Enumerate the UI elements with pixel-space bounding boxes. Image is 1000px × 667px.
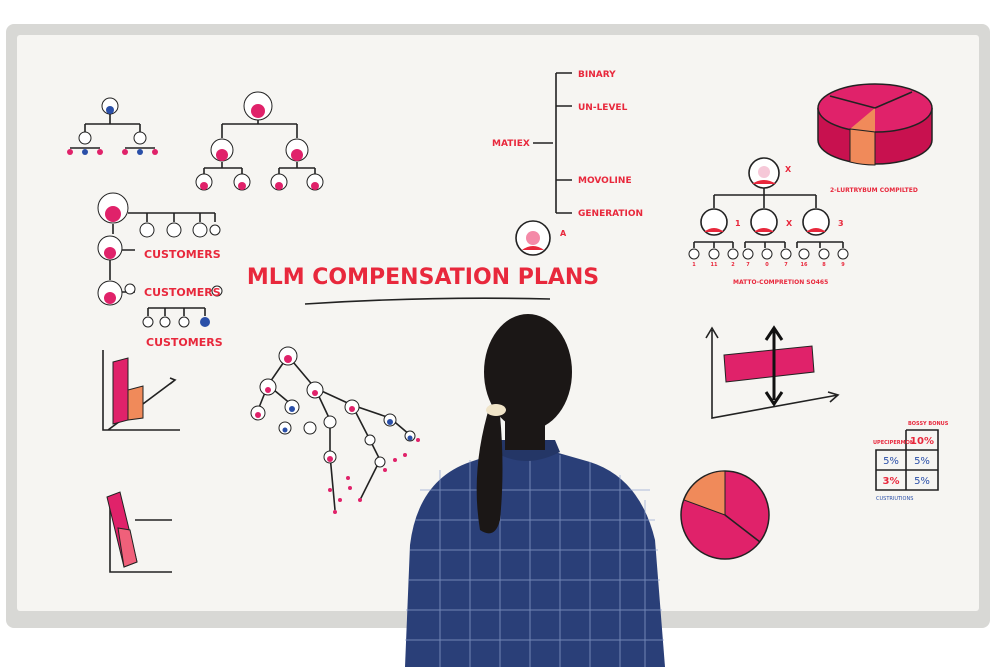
customers-label: CUSTOMERS [146, 336, 223, 349]
svg-text:16: 16 [801, 262, 808, 268]
table-cell: 5% [883, 456, 899, 467]
pie-chart-3d [817, 83, 933, 166]
table-cell: 10% [910, 436, 934, 447]
svg-text:0: 0 [765, 262, 769, 268]
bar-with-arrow-sketch [705, 325, 840, 419]
percent-table: BOSSY BONUS UPECIPERMON CUSTRIUTIONS 10%… [873, 421, 949, 502]
table-top-label: BOSSY BONUS [908, 421, 949, 427]
plan-types-diagram: MATIEX BINARY UN-LEVEL MOVOLINE GENERATI… [492, 70, 643, 256]
table-bottom-label: CUSTRIUTIONS [876, 496, 913, 502]
bar-sketch-2 [106, 491, 172, 573]
small-org-tree [67, 97, 158, 155]
avatar-mark: A [560, 229, 567, 238]
svg-text:1: 1 [692, 262, 696, 268]
plan-root-label: MATIEX [492, 139, 530, 149]
svg-text:11: 11 [711, 262, 718, 268]
plan-binary: BINARY [578, 70, 616, 80]
bar-sketch-1 [102, 350, 180, 431]
whiteboard-surface [17, 35, 979, 611]
table-cell: 5% [914, 456, 930, 467]
person-viewing-board [405, 314, 665, 667]
mark-label: X [786, 219, 793, 228]
svg-text:2: 2 [731, 262, 735, 268]
pie-chart [680, 470, 770, 560]
table-left-label: UPECIPERMON [873, 440, 914, 446]
matrix-note: 2-LURTRYBUM COMPILTED [830, 187, 918, 194]
svg-text:8: 8 [822, 262, 826, 268]
mark-label: 3 [838, 219, 844, 228]
mark-label: X [785, 165, 792, 174]
binary-org-tree [195, 91, 324, 191]
board-title: MLM COMPENSATION PLANS [247, 265, 599, 290]
table-cell: 5% [914, 476, 930, 487]
svg-text:9: 9 [841, 262, 845, 268]
matrix-caption: MATTO-COMPRETION SO465 [733, 279, 828, 286]
plan-movoline: MOVOLINE [578, 176, 632, 186]
plan-unilevel: UN-LEVEL [578, 103, 628, 113]
title-underline [304, 297, 551, 305]
mark-label: 1 [735, 219, 741, 228]
table-cell: 3% [883, 476, 900, 487]
customers-label: CUSTOMERS [144, 286, 221, 299]
plan-generation: GENERATION [578, 209, 643, 219]
generation-tree [250, 346, 420, 514]
svg-text:7: 7 [746, 262, 750, 268]
svg-text:7: 7 [784, 262, 788, 268]
customers-tree: CUSTOMERS CUSTOMERS CUSTOMERS [97, 192, 223, 349]
customers-label: CUSTOMERS [144, 248, 221, 261]
